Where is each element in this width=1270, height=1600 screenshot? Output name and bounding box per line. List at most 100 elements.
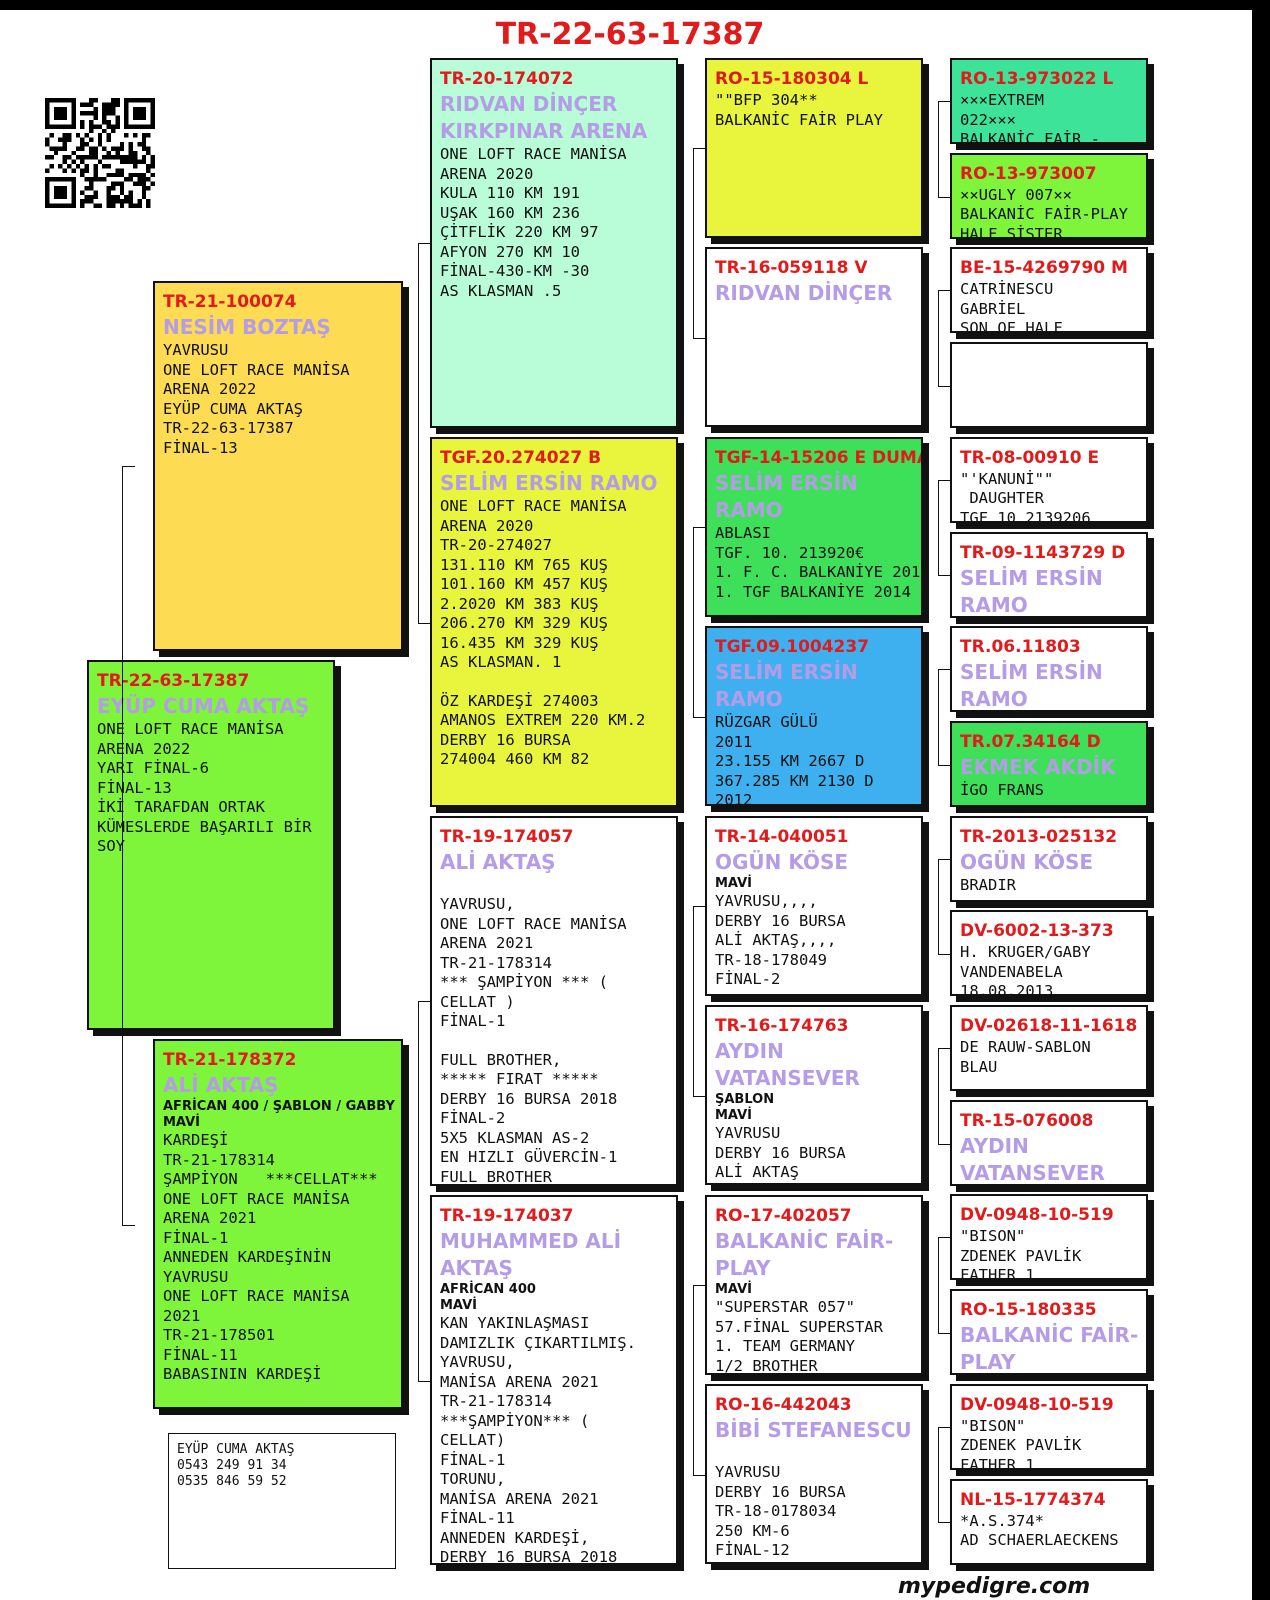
info-line: KÜMESLERDE BAŞARILI BİR [97,817,312,836]
pigeon-ring-id: TR-20-174072 [440,69,574,89]
connector-ssd [938,290,951,388]
info-line: ONE LOFT RACE MANİSA [440,497,627,515]
breeder-name: EKMEK AKDİK [960,754,1116,779]
pigeon-ring-id: TR-16-174763 [715,1016,849,1036]
info-line: ALİ AKTAŞ,,,, [715,931,837,949]
lineage-line: ŞABLON [715,1092,775,1107]
connector-sss [938,101,951,198]
info-line: ANNEDEN KARDEŞİNİN [163,1248,331,1266]
info-line: ARENA 2020 [440,164,534,183]
info-line: 206.270 KM 329 KUŞ [440,614,608,632]
info-line: AD SCHAERLAECKENS [960,1531,1119,1549]
pedigree-box-g2[interactable]: RO-13-973007××UGLY 007××BALKANİC FAİR-PL… [950,152,1148,239]
info-line: "BISON" [960,1416,1026,1435]
info-line: FİNAL-11 [440,1509,515,1527]
breeder-name: SELİM ERSİN RAMO [715,471,858,522]
info-line: 1/2 BROTHER [715,1356,818,1375]
pigeon-ring-id: RO-15-180335 [960,1300,1097,1321]
connector-ds [693,906,706,1097]
pedigree-box-g16[interactable]: NL-15-1774374*A.S.374*AD SCHAERLAECKENS [950,1478,1148,1565]
connector-dsd [938,1048,951,1145]
breeder-name: AYDIN VATANSEVER [960,1133,1105,1185]
pedigree-box-g4[interactable] [950,342,1148,429]
info-line: TR-22-63-17387 [163,419,294,437]
pigeon-ring-id: TR-21-178372 [163,1050,297,1070]
info-line: "BISON" [960,1227,1026,1246]
info-line: DERBY 16 BURSA 2018 [440,1548,618,1565]
info-line: FİNAL-1 [440,1450,506,1469]
info-line: DERBY 16 BURSA [440,730,571,749]
qr-code-icon[interactable] [45,98,155,208]
info-line: FİNAL-1 [440,1012,506,1030]
info-line: FİNAL-12 [715,1541,790,1559]
info-line: ×××EXTREM [960,91,1044,109]
info-line: CATRİNESCU [960,280,1054,299]
color-label: MAVİ [715,876,753,891]
info-line: ŞAMPİYON ***CELLAT*** [163,1170,378,1188]
connector-sds [938,479,951,577]
info-line: UŞAK 160 KM 236 [440,203,580,222]
info-line: DAUGHTER [960,489,1044,508]
info-line: ××UGLY 007×× [960,185,1072,204]
pigeon-ring-id: DV-02618-11-1618 [960,1016,1138,1036]
footer-site-link[interactable]: mypedigre.com [898,1574,1091,1599]
connector-dd [693,1285,706,1476]
connector-sire [418,243,431,624]
info-line: 2021 [163,1306,201,1325]
connector-dss [938,858,951,956]
pigeon-ring-id: TGF.09.1004237 [715,637,870,657]
info-line: HALF SİSTER [960,224,1063,239]
info-line: TR-21-178314 [163,1150,275,1169]
info-line: GABRİEL [960,299,1026,318]
color-label: MAVİ [715,1108,753,1123]
breeder-name: SELİM ERSİN RAMO [440,471,658,495]
info-line: YAVRUSU, [440,895,515,913]
breeder-name: RIDVAN DİNÇER [715,281,893,305]
info-line: 1. TEAM GERMANY [715,1337,855,1355]
connector-dds [938,1237,951,1335]
pedigree-box-sss[interactable]: RO-15-180304 L""BFP 304**BALKANİC FAİR P… [705,58,923,238]
breeder-name: AYDIN VATANSEVER [715,1039,860,1090]
info-line: ALİ AKTAŞ [715,1163,799,1181]
connector-ddd [938,1426,951,1524]
info-line: 16.435 KM 329 KUŞ [440,633,599,652]
info-line: EYÜP CUMA AKTAŞ [163,399,303,418]
info-line: FİNAL-13 [97,778,172,797]
page-title: TR-22-63-17387 [495,17,765,52]
top-border [0,0,1270,10]
contact-phone-1[interactable]: 0543 249 91 34 [177,1458,287,1473]
contact-phone-2[interactable]: 0535 846 59 52 [177,1474,287,1489]
info-line: DERBY 16 BURSA [715,1143,846,1162]
info-line: RÜZGAR GÜLÜ [715,713,818,731]
info-line: 2012 [715,791,753,806]
info-line: DERBY 16 BURSA [715,1482,846,1501]
info-line: 2.2020 KM 383 KUŞ [440,594,599,613]
